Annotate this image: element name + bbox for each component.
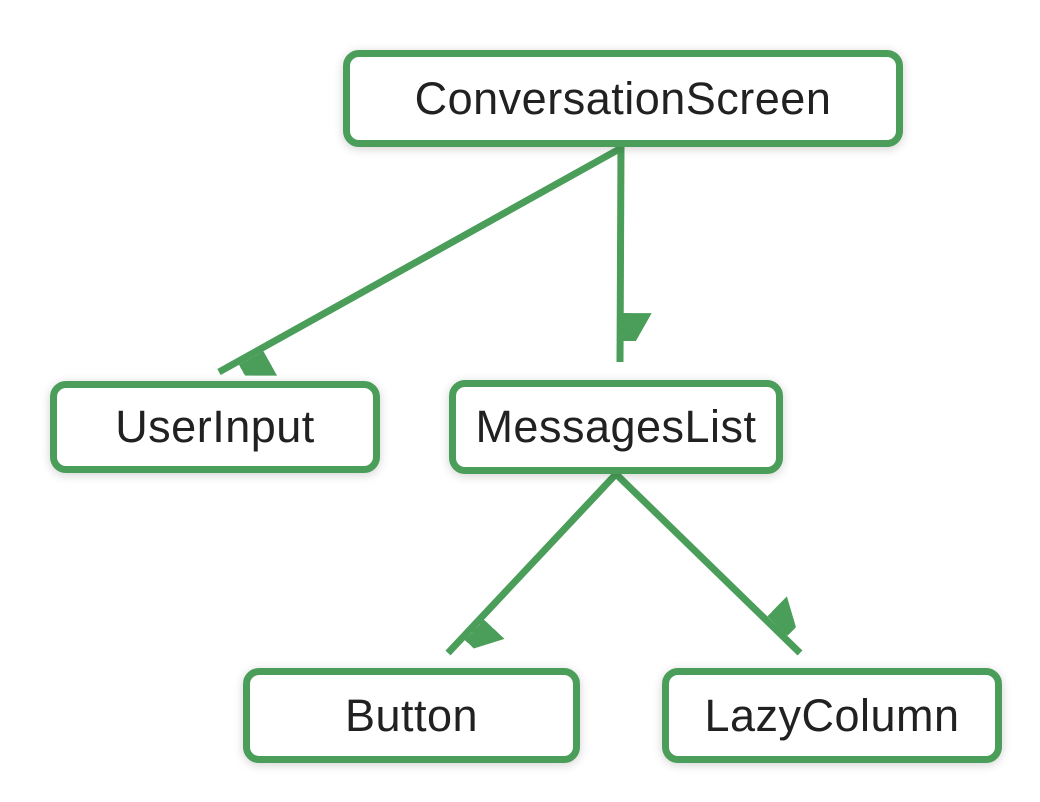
node-button: Button [243, 668, 580, 763]
edge-messageslist-lazycolumn [613, 471, 800, 656]
edge-conversationscreen-userinput [217, 143, 625, 372]
edge-conversationscreen-messageslist [616, 146, 621, 363]
edge-messageslist-button [445, 471, 619, 653]
node-messages-list: MessagesList [449, 380, 783, 474]
node-user-input: UserInput [50, 381, 380, 473]
node-lazy-column: LazyColumn [662, 668, 1002, 763]
node-conversation-screen: ConversationScreen [343, 50, 903, 147]
